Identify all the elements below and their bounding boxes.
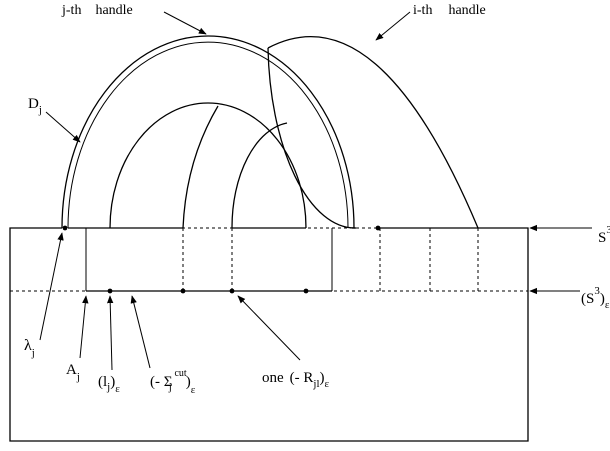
j-handle-outer-arc-inner bbox=[67, 41, 349, 229]
arrow-r bbox=[237, 295, 301, 361]
label-lambda: λj bbox=[24, 337, 35, 359]
j-handle-outer-arc bbox=[61, 35, 355, 229]
point-lambda bbox=[62, 225, 68, 231]
arrow-l-j bbox=[106, 295, 114, 371]
arrow-a-j bbox=[79, 295, 89, 359]
crossing-curve bbox=[182, 105, 219, 229]
point-3 bbox=[229, 288, 235, 294]
arrow-j-handle bbox=[163, 11, 207, 35]
i-handle-outer-arc bbox=[267, 47, 356, 229]
box-outline bbox=[9, 227, 529, 442]
point-4 bbox=[303, 288, 309, 294]
i-handle-outer-arc-b bbox=[267, 36, 479, 229]
arrow-lambda bbox=[39, 232, 64, 341]
label-l-j: (lj)ε bbox=[98, 374, 120, 395]
label-s3: S3 bbox=[598, 224, 610, 246]
label-s3-eps: (S3)ε bbox=[581, 285, 610, 311]
label-r: one(- Rjl)ε bbox=[262, 370, 330, 390]
arrow-i-handle bbox=[375, 11, 411, 41]
arrow-d-j bbox=[45, 111, 81, 143]
point-2 bbox=[180, 288, 186, 294]
point-right-top bbox=[375, 225, 381, 231]
i-handle-inner-arc bbox=[231, 122, 288, 229]
j-handle-inner-arc bbox=[109, 102, 307, 229]
arrow-sigma bbox=[130, 295, 151, 369]
label-d-j: Dj bbox=[28, 96, 42, 116]
point-l-j bbox=[107, 288, 113, 294]
label-a-j: Aj bbox=[66, 362, 80, 383]
